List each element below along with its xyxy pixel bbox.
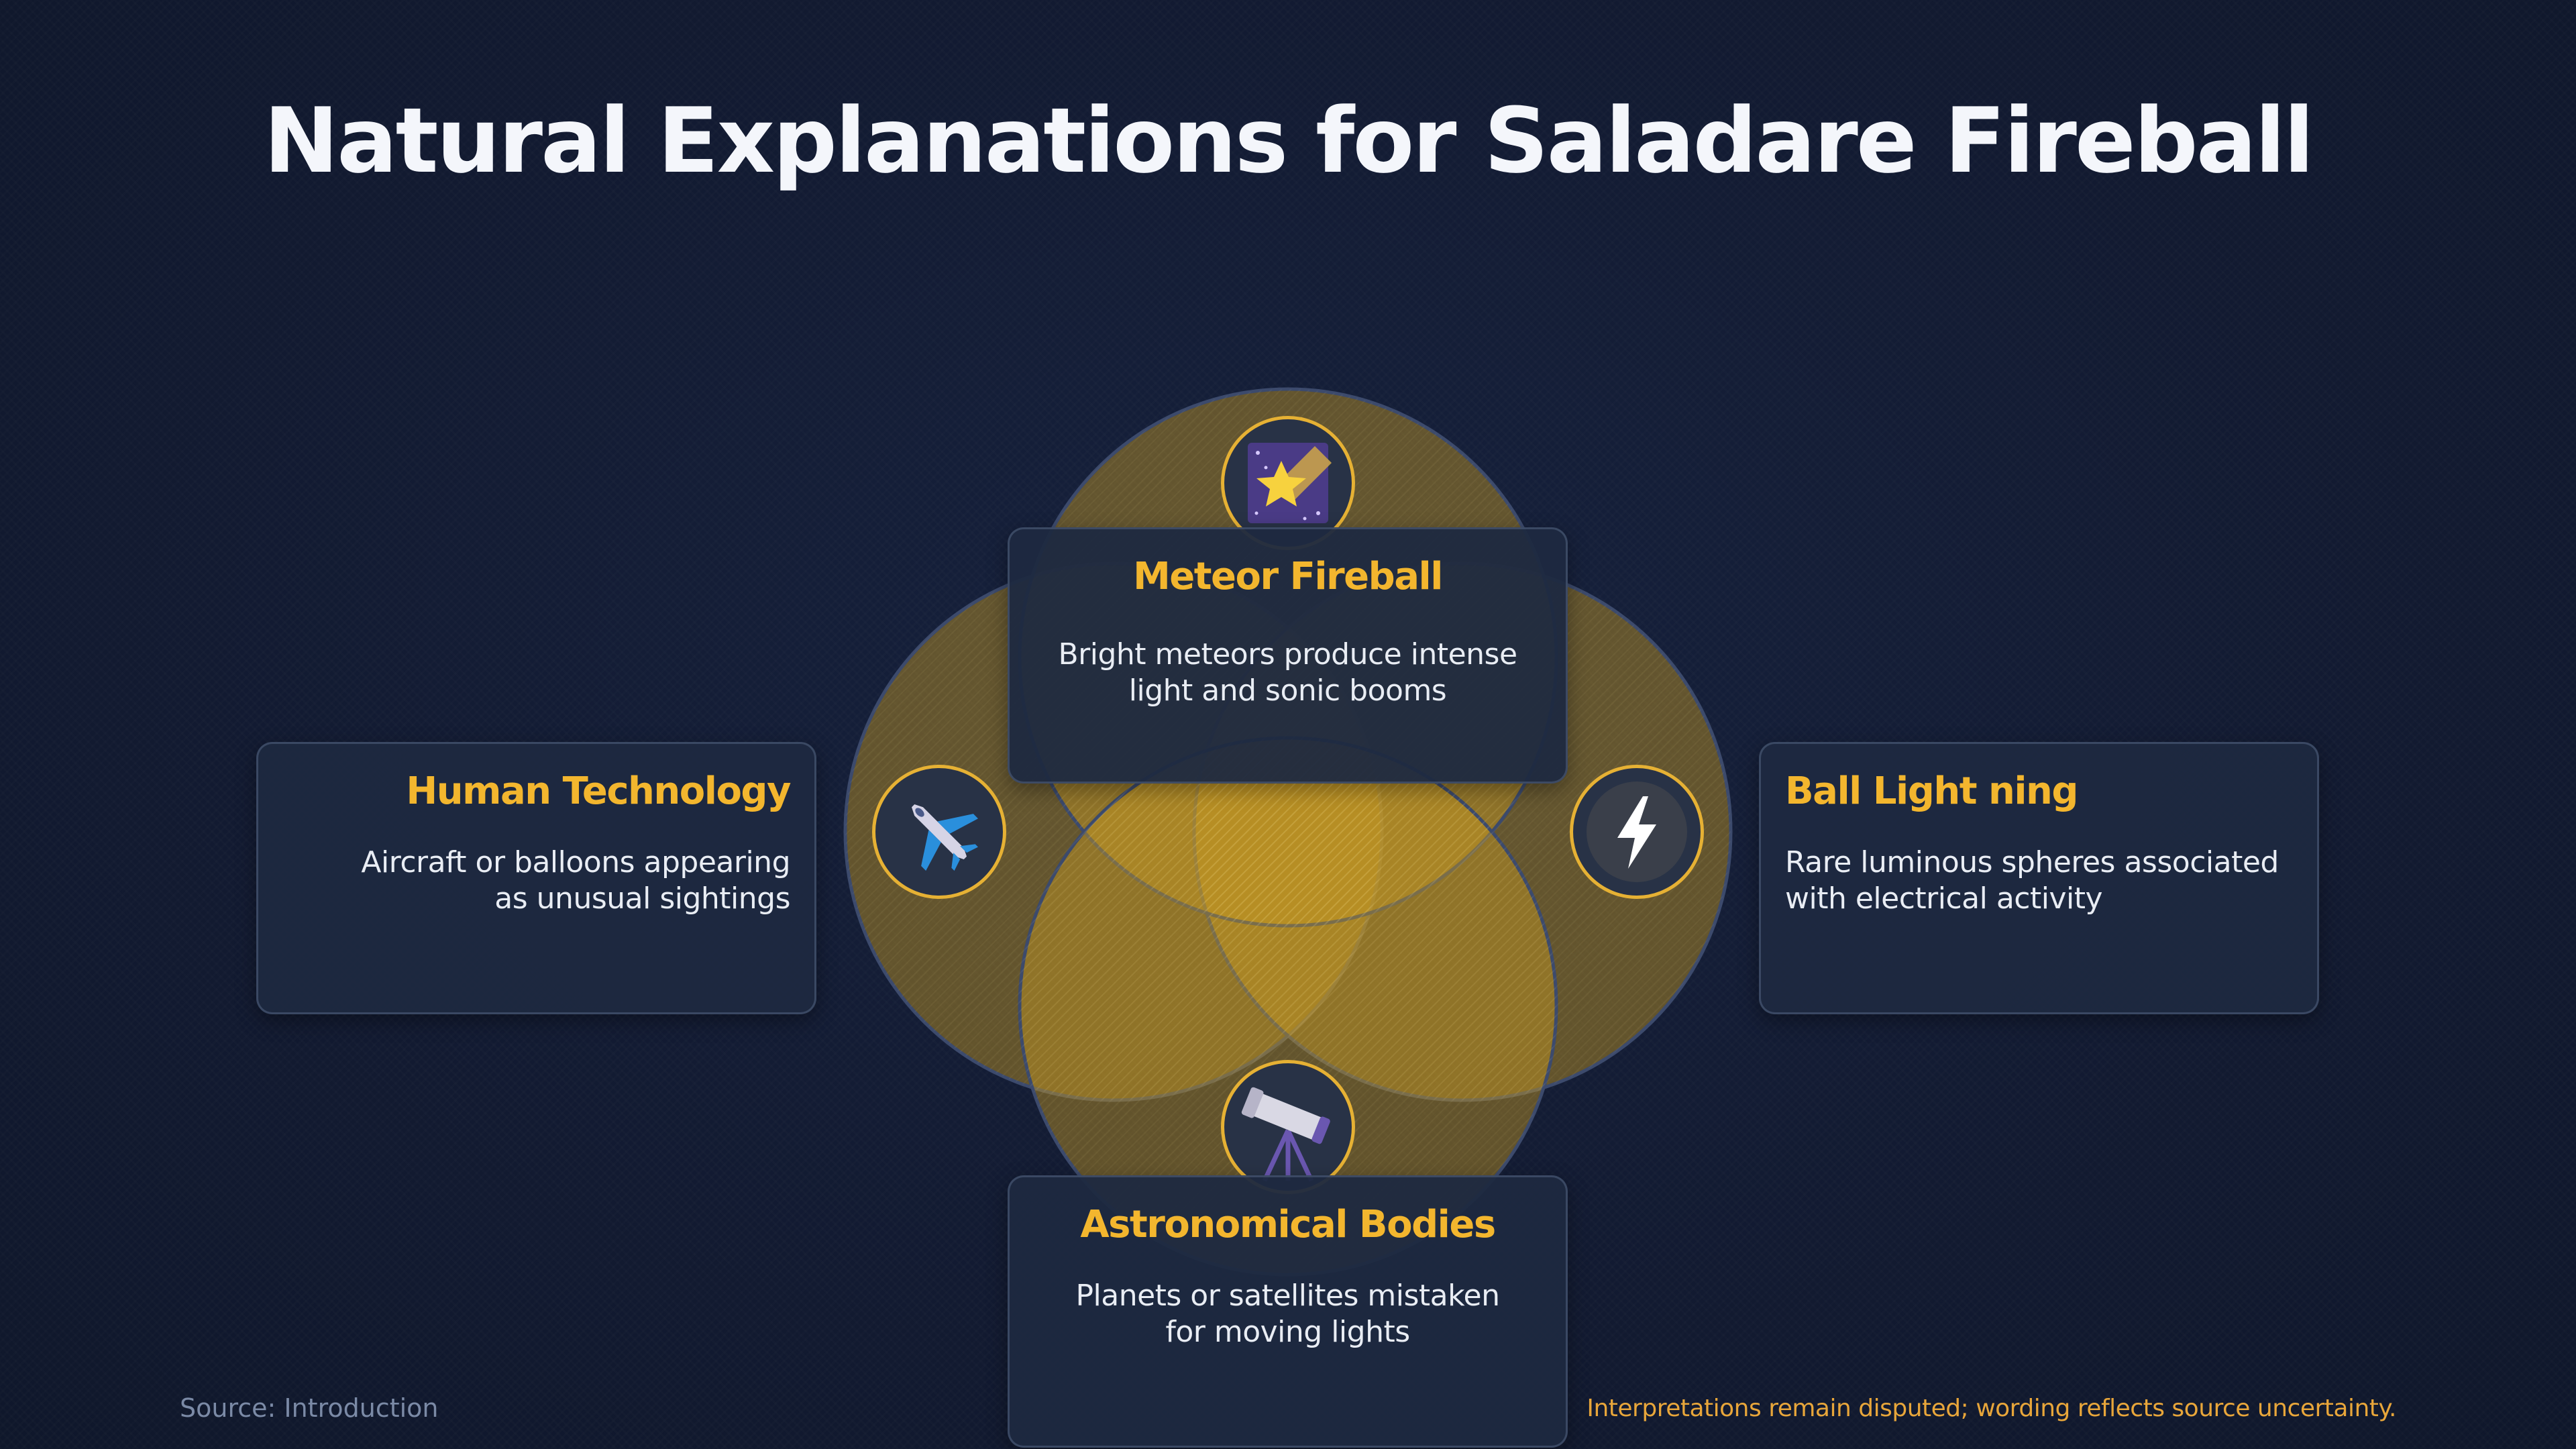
uncertainty-note: Interpretations remain disputed; wording… bbox=[1587, 1395, 2396, 1422]
page-title: Natural Explanations for Saladare Fireba… bbox=[263, 89, 2314, 193]
airplane-icon bbox=[872, 765, 1006, 899]
card-human-technology: Human Technology Aircraft or balloons ap… bbox=[256, 742, 816, 1014]
source-note: Source: Introduction bbox=[180, 1393, 439, 1423]
card-description: Planets or satellites mistaken for movin… bbox=[1075, 1279, 1500, 1349]
card-meteor-fireball: Meteor Fireball Bright meteors produce i… bbox=[1008, 527, 1568, 784]
card-title: Astronomical Bodies bbox=[1080, 1203, 1496, 1246]
telescope-icon bbox=[1221, 1060, 1355, 1194]
card-title: Ball Light ning bbox=[1785, 769, 2078, 813]
card-title: Human Technology bbox=[406, 769, 791, 813]
card-description: Bright meteors produce intense light and… bbox=[1058, 637, 1517, 708]
card-title: Meteor Fireball bbox=[1133, 555, 1443, 598]
card-ball-lightning: Ball Light ning Rare luminous spheres as… bbox=[1759, 742, 2319, 1014]
card-astronomical-bodies: Astronomical Bodies Planets or satellite… bbox=[1008, 1175, 1568, 1448]
card-description: Aircraft or balloons appearing as unusua… bbox=[361, 845, 790, 916]
card-description: Rare luminous spheres associated with el… bbox=[1785, 845, 2279, 916]
lightning-icon bbox=[1570, 765, 1704, 899]
